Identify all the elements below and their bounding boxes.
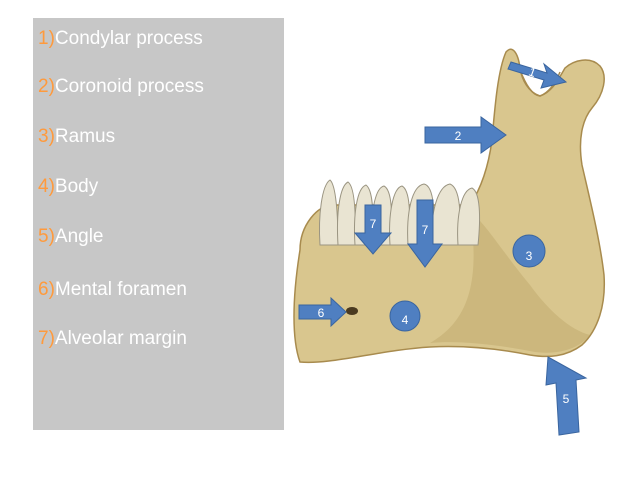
legend-item-coronoid-process: 2)Coronoid process <box>38 76 204 97</box>
legend-item-body: 4)Body <box>38 176 99 197</box>
svg-text:7: 7 <box>422 223 429 237</box>
svg-text:7: 7 <box>370 217 377 231</box>
svg-text:1: 1 <box>527 65 538 81</box>
mental-foramen-hole <box>346 307 358 315</box>
tooth <box>457 187 481 246</box>
svg-text:4: 4 <box>402 313 409 327</box>
legend-item-mental-foramen: 6)Mental foramen <box>38 279 187 300</box>
tooth <box>389 185 411 246</box>
tooth <box>431 183 461 246</box>
legend-item-alveolar-margin: 7)Alveolar margin <box>38 328 187 349</box>
legend-item-condylar-process: 1)Condylar process <box>38 28 203 49</box>
marker-6-arrow: 6 <box>298 296 347 328</box>
marker-2-arrow: 2 <box>424 116 507 154</box>
svg-text:6: 6 <box>318 306 325 320</box>
marker-3-circle: 3 <box>512 234 546 268</box>
mandible-illustration <box>293 48 606 364</box>
marker-1-arrow: 1 <box>507 61 568 89</box>
svg-text:3: 3 <box>526 249 533 263</box>
marker-4-circle: 4 <box>389 300 421 332</box>
marker-7-arrow-long: 7 <box>407 199 443 268</box>
legend-panel: 1)Condylar process 2)Coronoid process 3)… <box>33 18 284 430</box>
tooth <box>337 181 356 246</box>
legend-item-ramus: 3)Ramus <box>38 126 116 147</box>
legend-item-angle: 5)Angle <box>38 226 104 247</box>
mandible-shadow <box>430 210 590 353</box>
svg-text:2: 2 <box>455 129 462 143</box>
teeth-row <box>319 179 481 246</box>
marker-7-arrow-short: 7 <box>353 204 393 255</box>
marker-5-arrow: 5 <box>545 356 588 436</box>
svg-text:5: 5 <box>563 392 570 406</box>
tooth <box>319 179 339 246</box>
